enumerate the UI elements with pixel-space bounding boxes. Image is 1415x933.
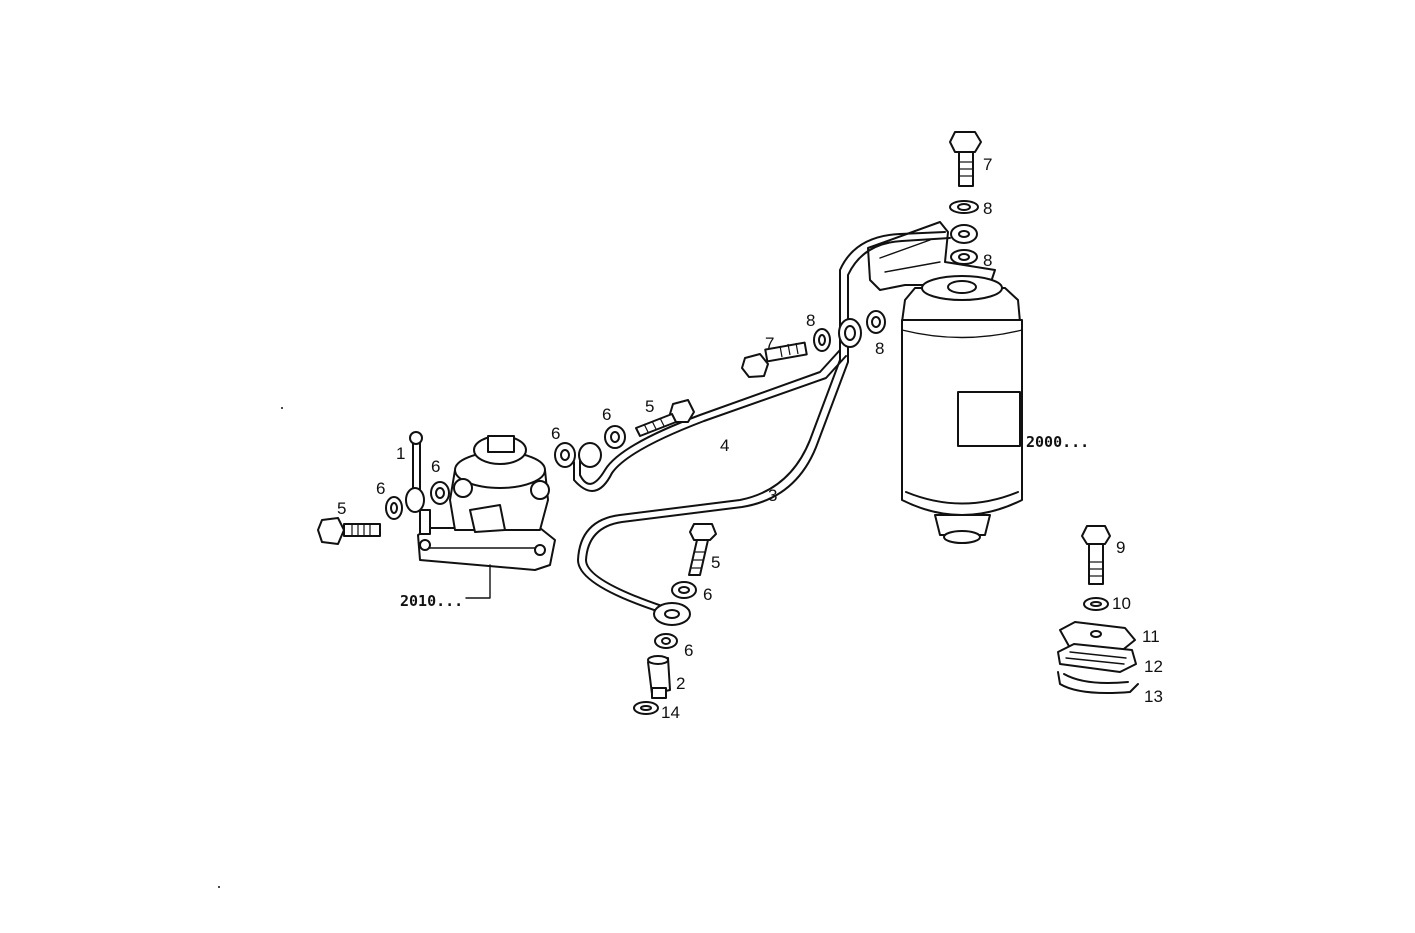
fasteners <box>317 131 982 715</box>
callout-6-upper-left: 6 <box>551 424 560 443</box>
callout-14: 14 <box>661 703 680 722</box>
callout-8-middle-right: 8 <box>875 339 884 358</box>
callout-1: 1 <box>396 444 405 463</box>
callout-10: 10 <box>1112 594 1131 613</box>
callout-6-pump-right: 6 <box>431 457 440 476</box>
callout-3: 3 <box>768 486 777 505</box>
callout-8-top-lower: 8 <box>983 251 992 270</box>
fuel-pipes <box>573 231 951 626</box>
callout-12: 12 <box>1144 657 1163 676</box>
callout-11: 11 <box>1142 627 1160 646</box>
scan-dot <box>281 407 283 409</box>
callout-7-middle: 7 <box>765 334 774 353</box>
feed-pump <box>409 431 556 599</box>
reference-fuel-filter: 2000... <box>1026 433 1089 451</box>
callout-6-pump-left: 6 <box>376 479 385 498</box>
callout-labels: 1 2 3 4 5 5 5 6 6 6 6 6 6 7 7 8 8 8 8 9 … <box>337 155 1163 722</box>
callout-5-upper: 5 <box>645 397 654 416</box>
callout-6-lower-top: 6 <box>703 585 712 604</box>
scan-dot <box>218 886 220 888</box>
callout-5-left: 5 <box>337 499 346 518</box>
reference-feed-pump: 2010... <box>400 592 463 610</box>
clamp-set <box>1057 525 1139 694</box>
callout-6-lower-bottom: 6 <box>684 641 693 660</box>
callout-7-top: 7 <box>983 155 992 174</box>
callout-8-middle-left: 8 <box>806 311 815 330</box>
callout-13: 13 <box>1144 687 1163 706</box>
callout-8-top-upper: 8 <box>983 199 992 218</box>
callout-9: 9 <box>1116 538 1125 557</box>
fuel-filter-assembly <box>867 221 1023 544</box>
callout-6-upper-right: 6 <box>602 405 611 424</box>
callout-4: 4 <box>720 436 729 455</box>
callout-2: 2 <box>676 674 685 693</box>
callout-5-lower: 5 <box>711 553 720 572</box>
